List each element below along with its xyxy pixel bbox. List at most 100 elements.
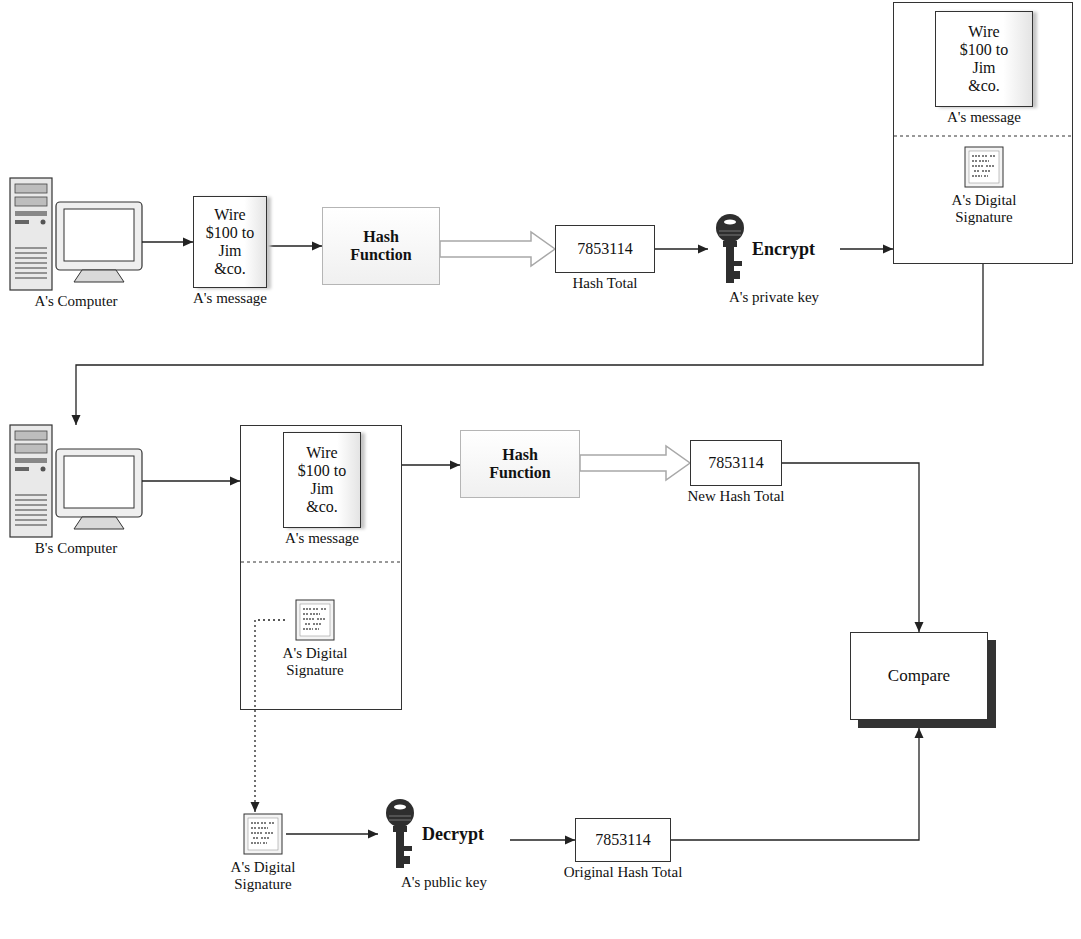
computer-icon bbox=[10, 425, 142, 537]
digital-signature: A's Digital Signature bbox=[954, 145, 1014, 189]
block-arrow bbox=[440, 232, 555, 266]
signed-message-container: Wire $100 to Jim &co.A's messageA's Digi… bbox=[893, 2, 1073, 264]
node-caption: Original Hash Total bbox=[564, 864, 683, 881]
hash-total-box: 7853114Original Hash Total bbox=[575, 818, 671, 862]
connector-arrow bbox=[402, 461, 460, 470]
node-caption-group: A's message bbox=[193, 290, 267, 307]
digital-signature: A's Digital Signature bbox=[240, 812, 286, 856]
node-caption-group: A's private key bbox=[729, 289, 819, 306]
node-text: Decrypt bbox=[422, 824, 484, 845]
connector-arrow bbox=[142, 238, 193, 247]
connector-line bbox=[255, 620, 285, 812]
arrow-head bbox=[915, 622, 924, 632]
arrow-head bbox=[368, 830, 378, 839]
block-arrow bbox=[580, 446, 690, 480]
node-caption: A's Digital Signature bbox=[221, 859, 305, 894]
arrow-head bbox=[72, 415, 81, 425]
node-caption: New Hash Total bbox=[688, 488, 785, 505]
node-caption-group: Original Hash Total bbox=[564, 864, 683, 881]
compare-box: Compare bbox=[850, 632, 988, 720]
node-caption-group: A's Digital Signature bbox=[942, 192, 1026, 227]
signed-message-container: Wire $100 to Jim &co.A's messageA's Digi… bbox=[240, 425, 402, 710]
connector-arrow bbox=[655, 245, 708, 254]
node-text: Encrypt bbox=[752, 239, 815, 260]
node-caption: A's private key bbox=[729, 289, 819, 306]
node-text: 7853114 bbox=[577, 240, 632, 258]
hash-total-box: 7853114New Hash Total bbox=[690, 440, 782, 486]
node-caption-group: A's message bbox=[947, 109, 1021, 126]
node-caption-group: A's Digital Signature bbox=[221, 859, 305, 894]
node-caption-group: A's Digital Signature bbox=[273, 645, 357, 680]
connector-line bbox=[286, 833, 378, 834]
node-caption: A's Digital Signature bbox=[942, 192, 1026, 227]
connector-arrow bbox=[72, 264, 984, 425]
node-caption: A's public key bbox=[401, 874, 487, 891]
signature-icon bbox=[296, 600, 334, 640]
node-caption-group: A's Computer bbox=[34, 293, 117, 310]
connector-arrow bbox=[142, 477, 240, 486]
block-arrow-shape bbox=[580, 446, 690, 480]
node-caption: A's message bbox=[285, 530, 359, 547]
node-caption-group: A's message bbox=[285, 530, 359, 547]
arrow-head bbox=[312, 242, 322, 251]
signature-icon bbox=[965, 147, 1003, 187]
computer-icon bbox=[10, 178, 142, 290]
connector-arrow bbox=[840, 245, 893, 254]
node-text: Hash Function bbox=[340, 228, 422, 265]
node-caption: Hash Total bbox=[573, 275, 638, 292]
node-caption-group: Hash Total bbox=[573, 275, 638, 292]
computer-node: B's Computer bbox=[10, 425, 142, 537]
signature-icon bbox=[244, 814, 282, 854]
node-caption-group: A's public key bbox=[401, 874, 487, 891]
connector-line bbox=[76, 264, 983, 425]
dashed-separator bbox=[894, 136, 1072, 137]
digital-signature: A's Digital Signature bbox=[285, 598, 345, 642]
node-caption: A's Computer bbox=[34, 293, 117, 310]
hash-total-box: 7853114Hash Total bbox=[555, 225, 655, 273]
connector-arrow bbox=[671, 728, 924, 840]
node-text: 7853114 bbox=[708, 454, 763, 472]
connector-line bbox=[142, 480, 240, 481]
hash-function-box: Hash Function bbox=[322, 207, 440, 285]
encrypt-key: EncryptA's private key bbox=[708, 212, 840, 286]
arrow-head bbox=[450, 461, 460, 470]
node-caption: B's Computer bbox=[35, 540, 117, 557]
arrow-head bbox=[230, 477, 240, 486]
message-box: Wire $100 to Jim &co.A's message bbox=[935, 11, 1033, 107]
connector-line bbox=[671, 728, 919, 840]
arrow-head bbox=[883, 245, 893, 254]
message-box: Wire $100 to Jim &co.A's message bbox=[283, 432, 361, 528]
dashed-separator bbox=[241, 562, 401, 563]
node-text: Wire $100 to Jim &co. bbox=[202, 206, 258, 278]
connector-arrow bbox=[510, 836, 575, 845]
connector-arrow bbox=[286, 830, 378, 839]
decrypt-key: DecryptA's public key bbox=[378, 797, 510, 871]
node-caption: A's Digital Signature bbox=[273, 645, 357, 680]
arrow-head bbox=[915, 728, 924, 738]
arrow-head bbox=[698, 245, 708, 254]
node-text: Wire $100 to Jim &co. bbox=[956, 23, 1012, 95]
node-caption-group: B's Computer bbox=[35, 540, 117, 557]
connector-line bbox=[782, 463, 919, 632]
node-caption: A's message bbox=[947, 109, 1021, 126]
message-box: Wire $100 to Jim &co.A's message bbox=[193, 196, 267, 288]
key-icon bbox=[716, 214, 744, 283]
key-icon bbox=[386, 799, 414, 868]
arrow-head bbox=[251, 802, 260, 812]
node-text: 7853114 bbox=[595, 831, 650, 849]
node-caption: A's message bbox=[193, 290, 267, 307]
connector-arrow bbox=[267, 242, 322, 251]
node-caption-group: New Hash Total bbox=[688, 488, 785, 505]
arrow-head bbox=[183, 238, 193, 247]
hash-function-box: Hash Function bbox=[460, 430, 580, 498]
node-text: Wire $100 to Jim &co. bbox=[294, 444, 350, 516]
connector-arrow bbox=[251, 620, 286, 812]
node-text: Hash Function bbox=[479, 446, 561, 483]
arrow-head bbox=[565, 836, 575, 845]
block-arrow-shape bbox=[440, 232, 555, 266]
computer-node: A's Computer bbox=[10, 178, 142, 290]
node-text: Compare bbox=[888, 666, 950, 686]
connector-arrow bbox=[782, 463, 924, 632]
